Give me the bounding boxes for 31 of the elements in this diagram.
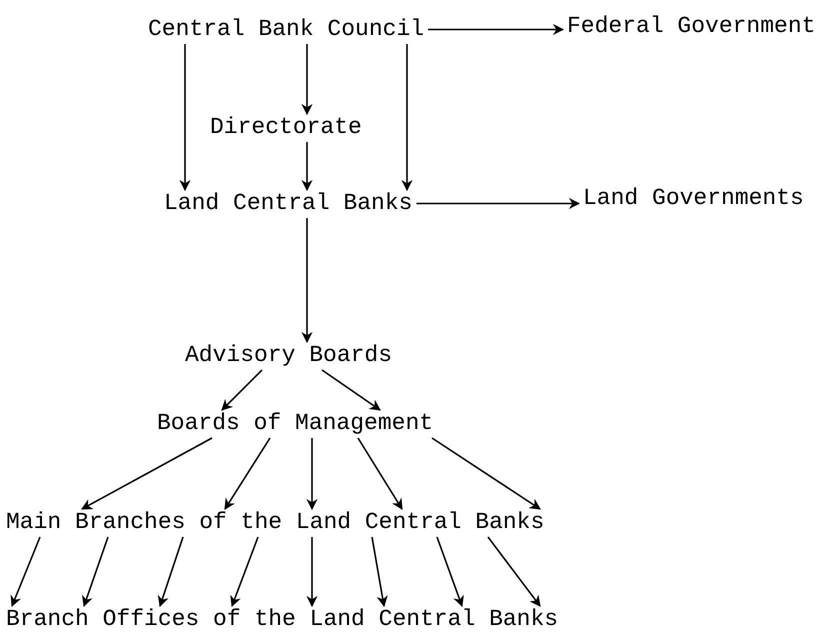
node-label: Land Central Banks xyxy=(164,192,412,215)
node-label: Federal Government xyxy=(567,15,816,38)
arrow xyxy=(432,437,541,510)
arrow xyxy=(428,24,564,36)
arrow xyxy=(81,437,212,510)
node-label: Main Branches of the Land Central Banks xyxy=(6,511,544,534)
node-label: Central Bank Council xyxy=(148,18,424,41)
arrow xyxy=(221,369,263,411)
arrow xyxy=(487,536,541,607)
arrow xyxy=(158,536,184,608)
arrow xyxy=(436,536,464,608)
node-label: Boards of Management xyxy=(157,412,434,435)
arrow xyxy=(224,438,271,510)
arrow xyxy=(82,536,109,608)
arrow xyxy=(301,218,313,344)
arrow xyxy=(301,44,313,116)
arrow xyxy=(416,198,580,210)
node-label: Branch Offices of the Land Central Banks xyxy=(6,608,558,631)
arrow xyxy=(10,536,41,608)
arrow xyxy=(322,369,381,411)
arrow xyxy=(306,438,318,510)
arrow xyxy=(301,142,313,192)
node-label: Land Governments xyxy=(583,187,804,210)
node-label: Advisory Boards xyxy=(185,344,392,367)
arrow xyxy=(357,438,403,510)
arrow xyxy=(401,44,413,192)
node-label: Directorate xyxy=(210,116,362,139)
arrow xyxy=(230,536,259,608)
arrow xyxy=(179,44,191,192)
arrow xyxy=(371,536,388,608)
arrow xyxy=(306,537,318,608)
